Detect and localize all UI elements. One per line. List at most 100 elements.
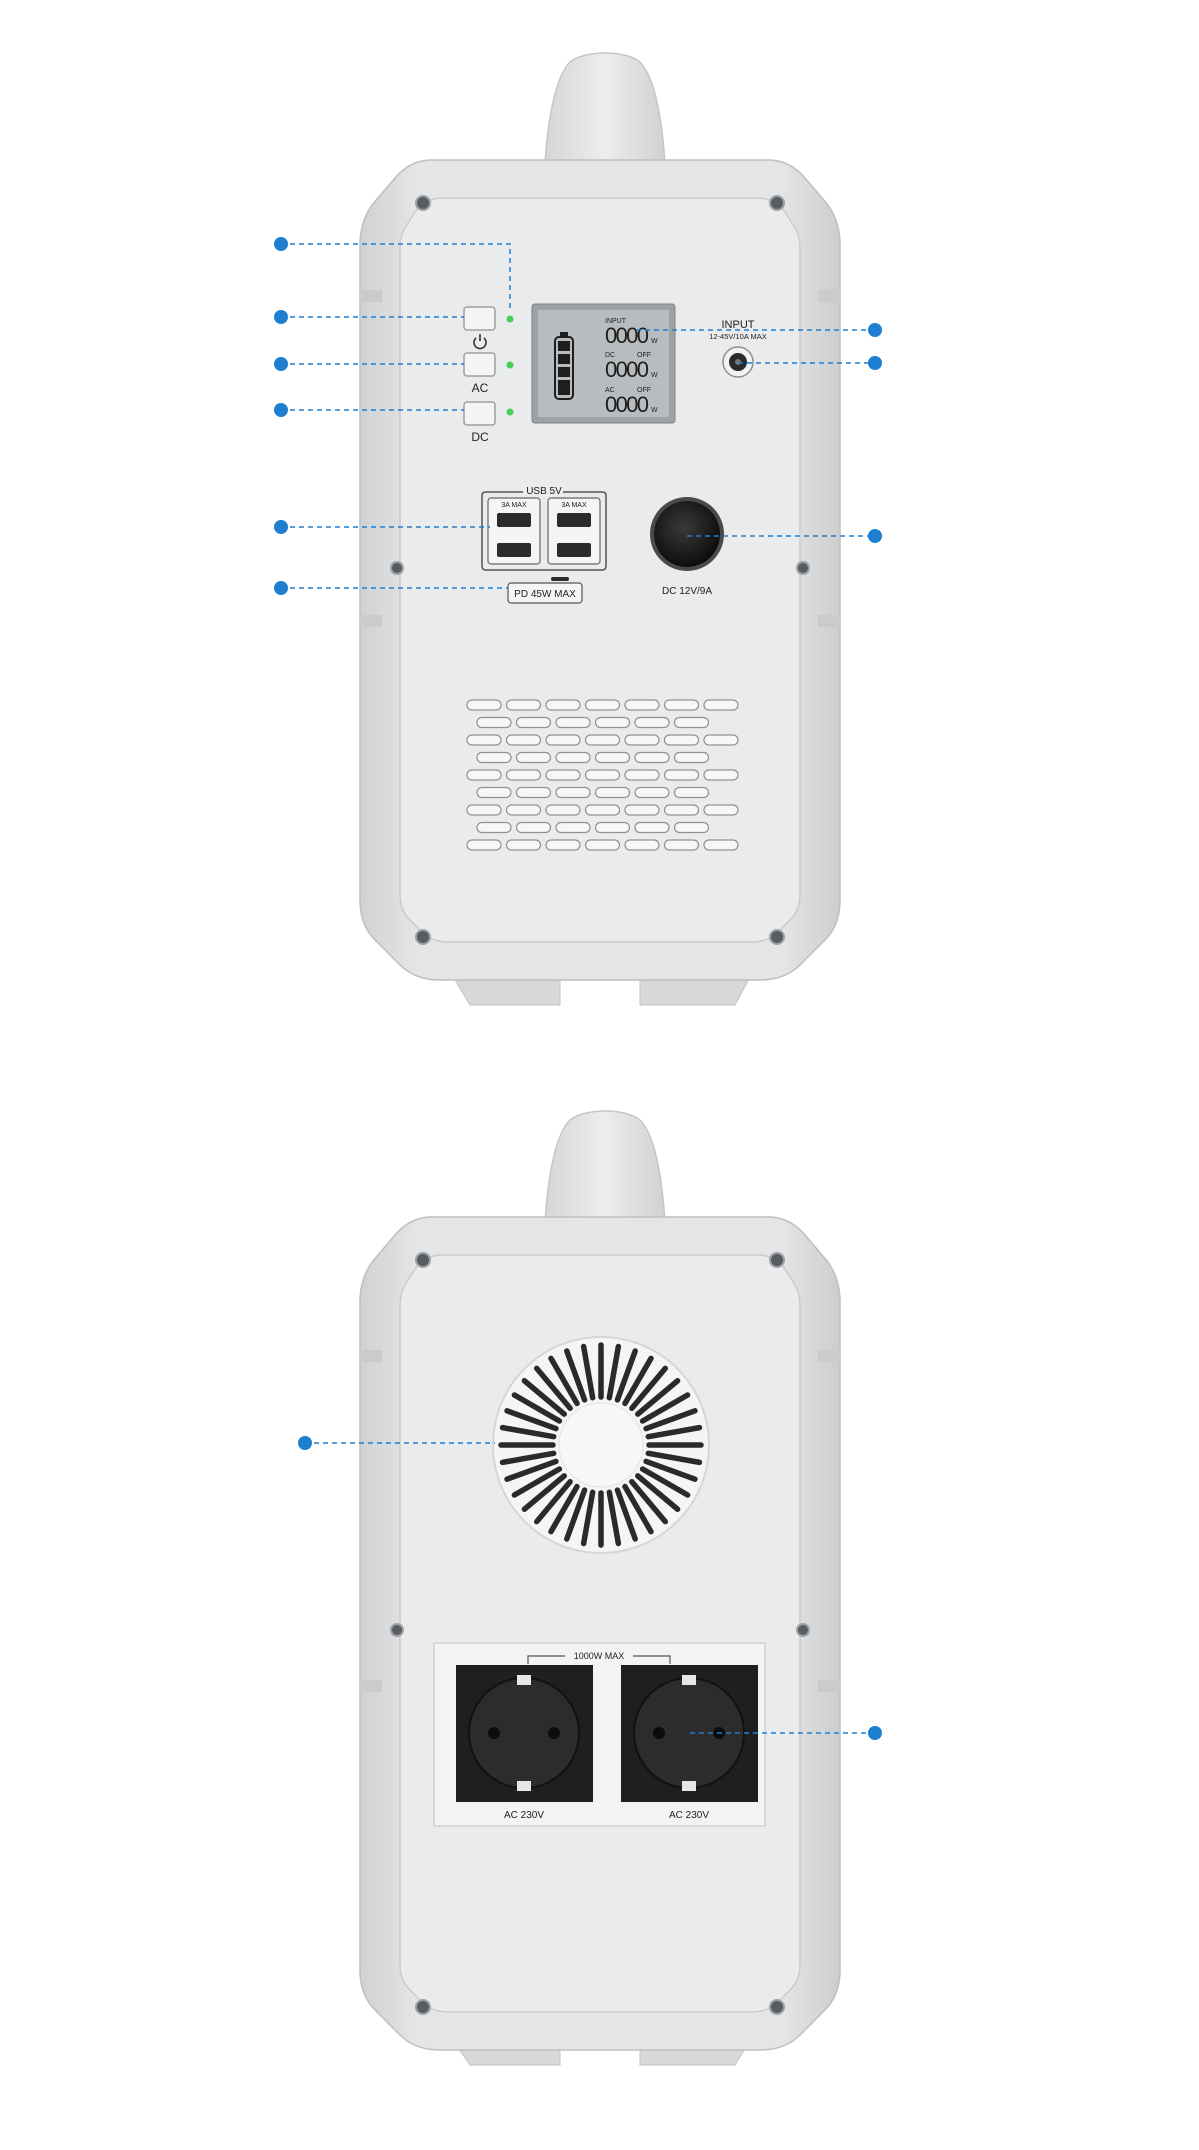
pd-label-frame (507, 582, 583, 604)
callout-dot (298, 1436, 312, 1450)
lcd-dc-unit: W (651, 372, 658, 379)
screw-icon (796, 1623, 810, 1637)
vent-slot (515, 786, 552, 799)
callout-dot (274, 237, 288, 251)
screw-icon (390, 1623, 404, 1637)
ac-button[interactable] (463, 352, 496, 377)
vent-slot (505, 699, 542, 711)
screw-icon (390, 561, 404, 575)
dc-port[interactable] (654, 501, 720, 567)
front-unit: AC DC INPUT 0000 W DC OFF 0000 W AC OFF … (274, 52, 882, 1006)
fan-slot (645, 1424, 703, 1440)
usb-port-2[interactable] (497, 543, 531, 557)
dc-button[interactable] (463, 401, 496, 426)
back-side-groove (360, 1680, 382, 1692)
vent-slot (624, 734, 660, 746)
ac-button-label: AC (472, 381, 489, 395)
dc-port-label: DC 12V/9A (662, 586, 712, 597)
callout-dot (274, 357, 288, 371)
vent-slot (634, 751, 670, 764)
callout-dot (274, 403, 288, 417)
usb-port-3[interactable] (557, 513, 591, 527)
vent-slot (515, 751, 552, 764)
vent-slot (505, 734, 542, 746)
vent-slot (703, 699, 739, 711)
fan-slot (639, 1392, 691, 1424)
lcd-ac-status: OFF (637, 387, 651, 394)
callout-dot (868, 356, 882, 370)
dc-indicator (506, 408, 514, 416)
ac-outlet-2-clip-top (682, 1675, 696, 1685)
ac-outlet-1-pin (548, 1727, 560, 1739)
vent-slot (634, 821, 670, 834)
vent-slot (594, 786, 631, 799)
fan-grille (498, 1342, 704, 1548)
vent-slot (476, 786, 512, 799)
vent-slot (555, 786, 591, 799)
usb-left-max: 3A MAX (501, 502, 527, 509)
lcd-dc-status: OFF (637, 352, 651, 359)
vent-slot (466, 769, 502, 781)
ac-outlet-1-pin (488, 1727, 500, 1739)
vent-slot (634, 716, 670, 729)
fan-slot (629, 1479, 669, 1525)
fan-slot (606, 1343, 622, 1401)
vent-slot (703, 734, 739, 746)
fan-slot (645, 1450, 703, 1466)
back-callouts (305, 1442, 872, 1734)
front-vent-grille (466, 699, 739, 851)
fan-slot (622, 1355, 654, 1407)
usb-c-port[interactable] (551, 577, 569, 581)
vent-slot (466, 804, 502, 816)
vent-slot (505, 804, 542, 816)
ac-indicator (506, 361, 514, 369)
vent-slot (703, 839, 739, 851)
usb-port-4[interactable] (557, 543, 591, 557)
fan-slot (511, 1466, 563, 1498)
back-unit: 1000W MAX AC 230V AC 230V Cooling fan (127, 1110, 882, 2066)
usb-port-1[interactable] (497, 513, 531, 527)
outlet-max-bg (565, 1650, 633, 1662)
screw-icon (796, 561, 810, 575)
vent-slot (545, 804, 581, 816)
power-indicator (506, 315, 514, 323)
vent-slot (624, 769, 660, 781)
front-side-groove (818, 290, 840, 302)
back-handle (544, 1110, 666, 1223)
fan-slot (635, 1377, 681, 1417)
front-screws (390, 195, 810, 945)
power-button[interactable] (463, 306, 496, 331)
vent-slot (476, 716, 512, 729)
vent-slot (594, 821, 631, 834)
vent-slot (584, 839, 621, 851)
fan-slot (521, 1473, 567, 1513)
screw-icon (769, 1252, 785, 1268)
front-callouts (281, 243, 872, 589)
input-port-spec: 12-45V/10A MAX (709, 332, 767, 341)
fan-slot (499, 1424, 557, 1440)
vent-slot (673, 821, 710, 834)
vent-slot (584, 699, 621, 711)
fan-slot (533, 1365, 573, 1411)
fan-slot (614, 1348, 638, 1403)
vent-slot (555, 716, 591, 729)
lcd-ac-label: AC (605, 387, 615, 394)
ac-outlet-2-clip-bottom (682, 1781, 696, 1791)
callout-dot (868, 1726, 882, 1740)
vent-slot (545, 839, 581, 851)
ac-outlet-1-label: AC 230V (504, 1810, 544, 1821)
callout-line (281, 243, 511, 312)
usb-title-bg (523, 485, 563, 497)
front-side-groove (360, 290, 382, 302)
input-port-title: INPUT (722, 319, 755, 331)
vent-slot (673, 786, 710, 799)
fan-slot (643, 1408, 698, 1432)
vent-slot (505, 839, 542, 851)
fan-slot (548, 1483, 580, 1535)
fan-slot (639, 1466, 691, 1498)
callout-dot (868, 323, 882, 337)
usb-right-max: 3A MAX (561, 502, 587, 509)
pd-label: PD 45W MAX (514, 589, 576, 600)
vent-slot (634, 786, 670, 799)
callout-dot (274, 581, 288, 595)
